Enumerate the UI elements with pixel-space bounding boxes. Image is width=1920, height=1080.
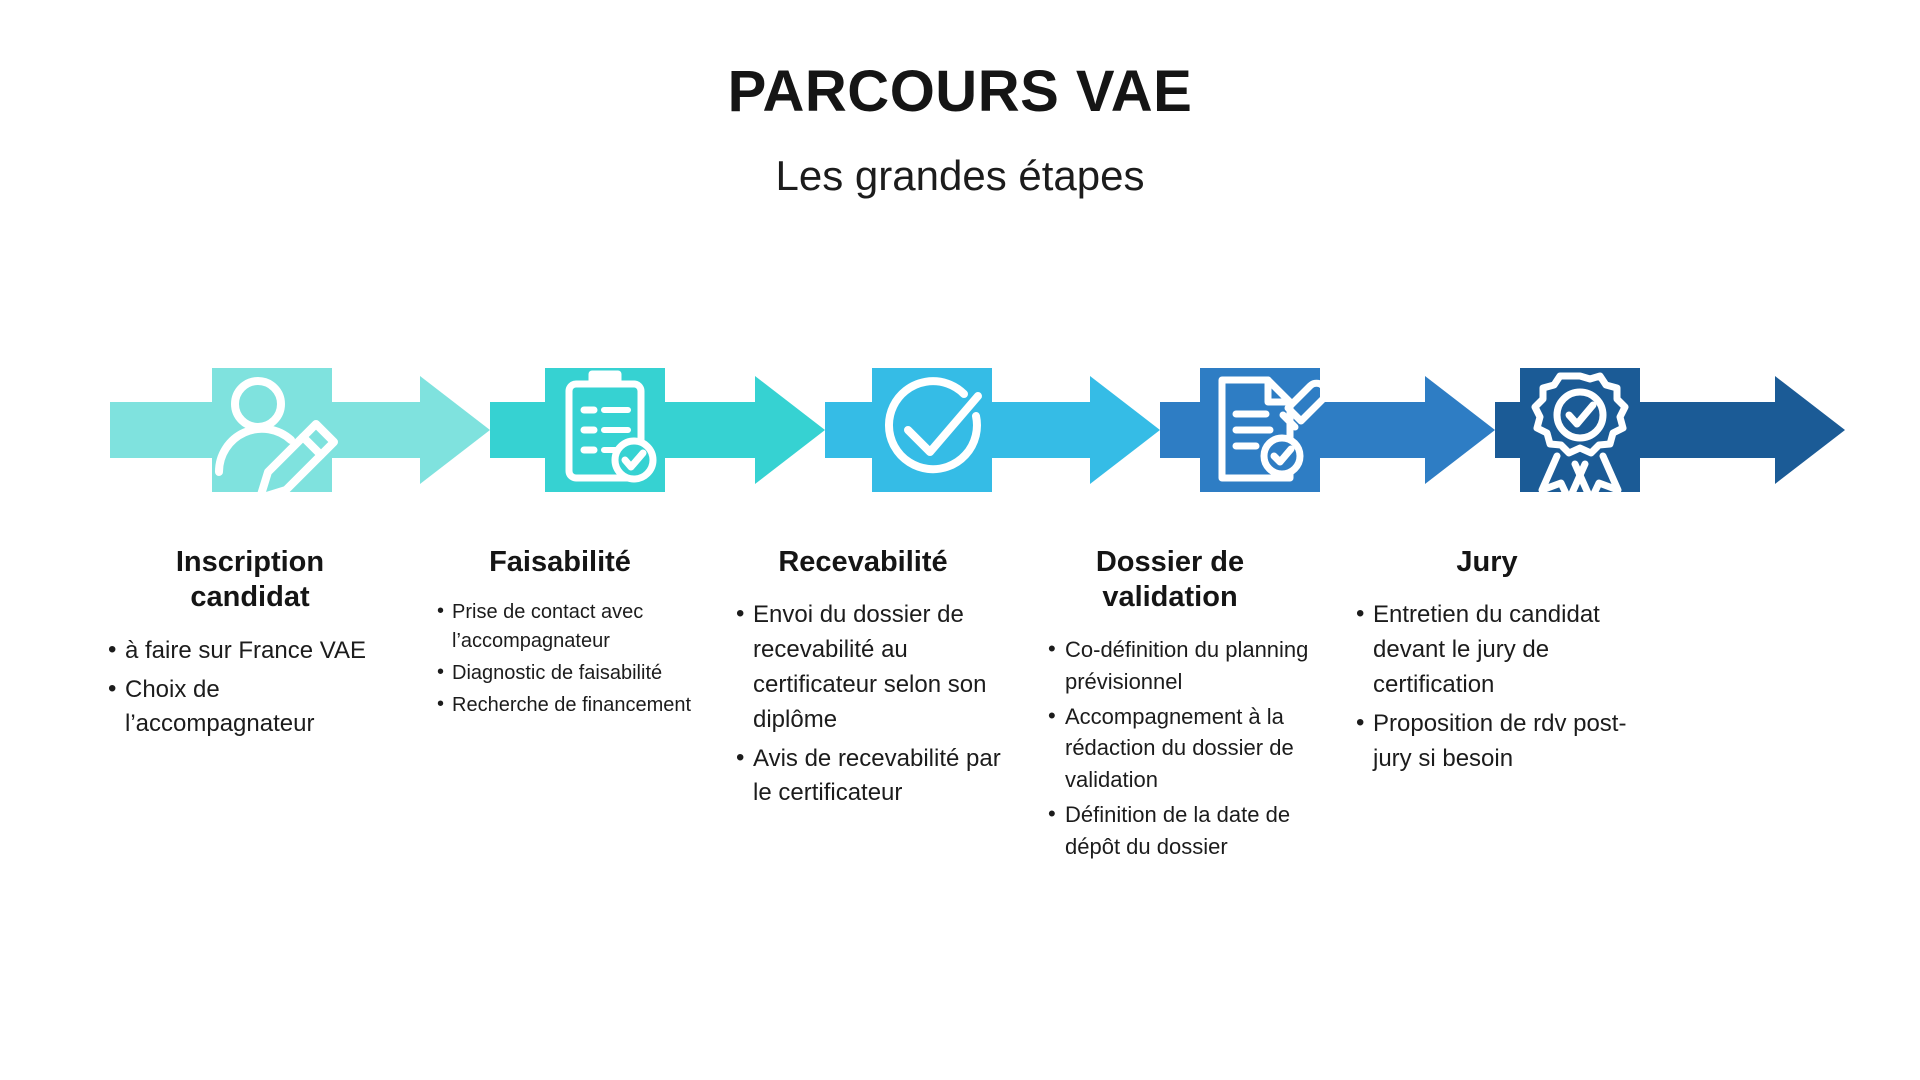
- steps-columns: Inscription candidat à faire sur France …: [0, 545, 1920, 866]
- document-stamp-icon: [1218, 376, 1330, 482]
- list-item: Entretien du candidat devant le jury de …: [1356, 597, 1637, 702]
- step-heading: Jury: [1456, 546, 1518, 578]
- step-column-faisabilite: Faisabilité Prise de contact avec l’acco…: [415, 545, 705, 723]
- step-column-recevabilite: Recevabilité Envoi du dossier de recevab…: [713, 545, 1013, 815]
- page-title: PARCOURS VAE: [727, 59, 1193, 124]
- list-item: Proposition de rdv post-jury si besoin: [1356, 706, 1637, 777]
- list-item: Prise de contact avec l’accompagnateur: [437, 597, 705, 656]
- award-ribbon-check-icon: [1531, 372, 1629, 492]
- list-item: Recherche de financement: [437, 690, 705, 720]
- list-item: Choix de l’accompagnateur: [108, 672, 415, 743]
- step-bullet-list: Envoi du dossier de recevabilité au cert…: [713, 597, 1013, 812]
- step-bullet-list: Entretien du candidat devant le jury de …: [1337, 597, 1637, 777]
- page-subtitle: Les grandes étapes: [775, 151, 1145, 199]
- page-header: PARCOURS VAE Les grandes étapes: [0, 0, 1920, 199]
- list-item: Envoi du dossier de recevabilité au cert…: [736, 597, 1013, 737]
- list-item: Définition de la date de dépôt du dossie…: [1048, 798, 1315, 863]
- step-bullet-list: Co-définition du planning prévisionnel A…: [1025, 633, 1315, 863]
- process-arrow-band: [0, 368, 1920, 492]
- step-bullet-list: à faire sur France VAE Choix de l’accomp…: [85, 633, 415, 743]
- step-heading: Inscription candidat: [175, 546, 325, 614]
- step-column-jury: Jury Entretien du candidat devant le jur…: [1337, 545, 1637, 780]
- list-item: Avis de recevabilité par le certificateu…: [736, 741, 1013, 812]
- person-pencil-icon: [214, 377, 338, 492]
- check-circle-icon: [884, 377, 982, 474]
- step-heading: Dossier de validation: [1095, 546, 1245, 614]
- list-item: Accompagnement à la rédaction du dossier…: [1048, 700, 1315, 797]
- list-item: à faire sur France VAE: [108, 633, 415, 669]
- step-heading: Faisabilité: [489, 546, 631, 578]
- step-bullet-list: Prise de contact avec l’accompagnateur D…: [415, 597, 705, 720]
- step-column-inscription-candidat: Inscription candidat à faire sur France …: [85, 545, 415, 746]
- step-heading: Recevabilité: [778, 546, 948, 578]
- list-item: Diagnostic de faisabilité: [437, 658, 705, 688]
- list-item: Co-définition du planning prévisionnel: [1048, 633, 1315, 698]
- step-column-dossier-de-validation: Dossier de validation Co-définition du p…: [1025, 545, 1315, 866]
- clipboard-checklist-icon: [565, 370, 657, 483]
